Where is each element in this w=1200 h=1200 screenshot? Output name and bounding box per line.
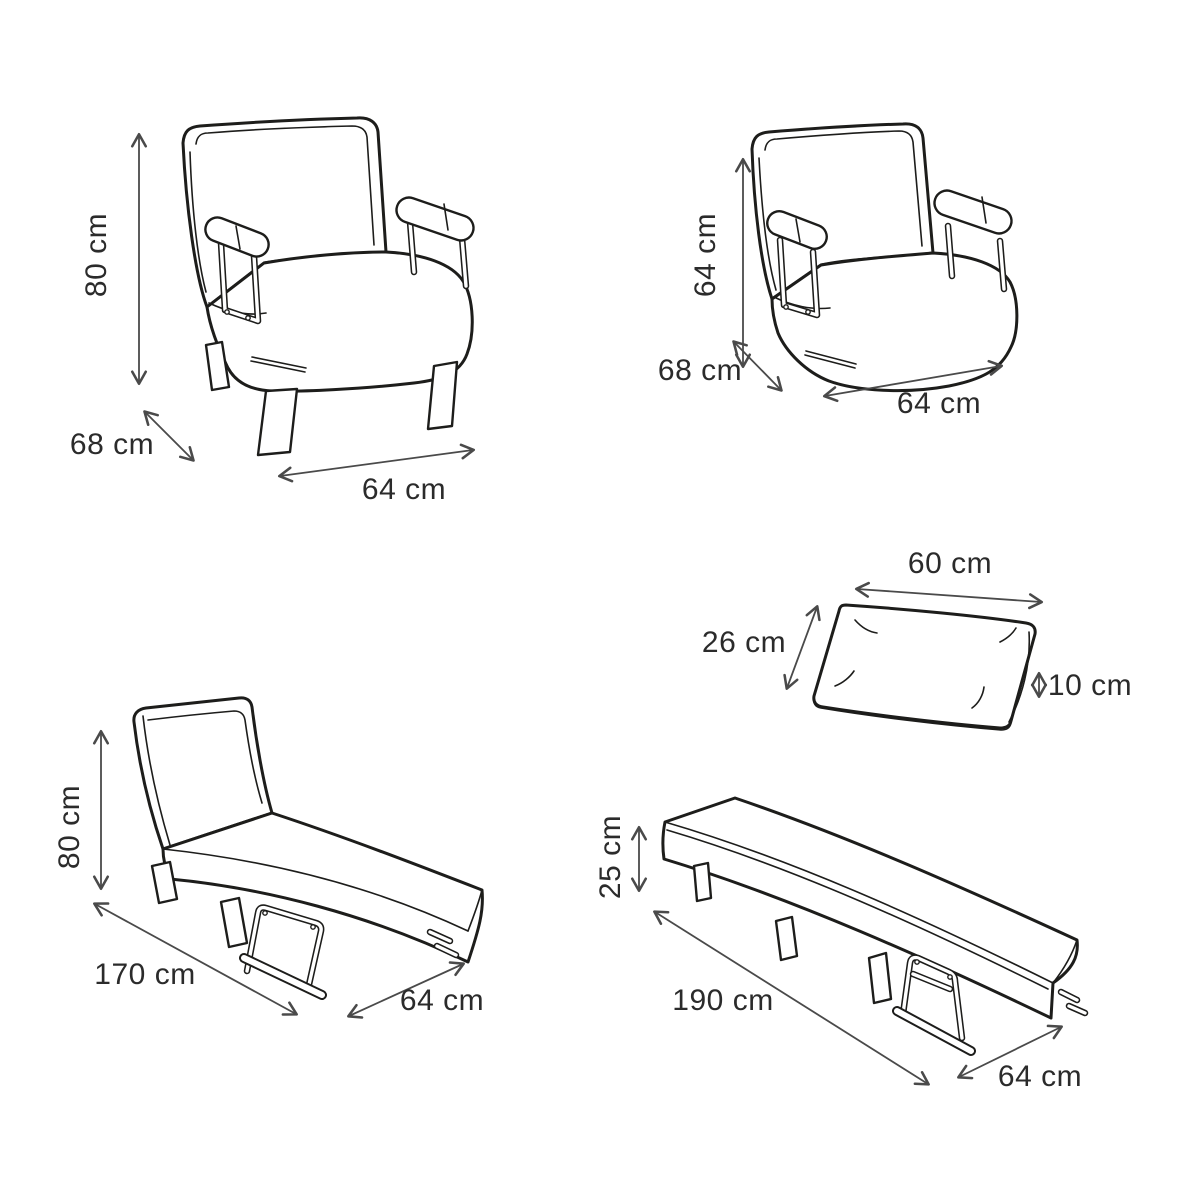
bed-width-label: 64 cm <box>997 1060 1083 1093</box>
width-arrow <box>957 1024 1063 1080</box>
pillow-dimension-arrows <box>783 581 1048 699</box>
armchair-illustration <box>130 116 476 483</box>
length-arrow <box>653 910 930 1086</box>
bed-height-label: 25 cm <box>594 814 627 900</box>
lounger-folding-frame <box>239 904 327 1000</box>
length-arrow <box>93 902 298 1016</box>
folded-chair-illustration <box>732 122 1019 403</box>
depth-arrow <box>732 340 783 392</box>
folded-chair-height-label: 64 cm <box>689 212 722 298</box>
pillow-crease <box>999 627 1017 643</box>
pillow-crease <box>834 670 855 687</box>
lounger-backrest <box>132 696 274 851</box>
width-arrow <box>277 443 476 483</box>
folded-chair-backrest <box>750 122 935 301</box>
armchair-legs <box>204 340 459 457</box>
folded-chair-left-armrest <box>766 209 828 319</box>
lounger-length-label: 170 cm <box>94 958 196 991</box>
width-arrow <box>347 961 465 1019</box>
lounger-dimension-arrows <box>92 729 465 1019</box>
pillow-crease <box>971 686 985 709</box>
armchair-left-armrest <box>204 216 270 325</box>
chair-height-label: 80 cm <box>80 212 113 298</box>
lounger-height-label: 80 cm <box>53 784 86 870</box>
lounger-mattress <box>161 811 484 964</box>
pillow-crease <box>854 619 878 634</box>
lounger-width-label: 64 cm <box>399 984 485 1017</box>
folded-chair-dimension-arrows <box>732 157 1004 403</box>
armchair-backrest <box>181 116 388 309</box>
folded-chair-depth-label: 68 cm <box>657 354 743 387</box>
folded-chair-width-label: 64 cm <box>896 387 982 420</box>
depth-arrow <box>143 410 195 462</box>
chair-depth-label: 68 cm <box>69 428 155 461</box>
armchair-dimension-arrows <box>130 132 476 483</box>
pillow-depth-label: 26 cm <box>701 626 787 659</box>
pillow-illustration <box>783 581 1048 731</box>
chair-width-label: 64 cm <box>361 473 447 506</box>
lounger-illustration <box>92 696 484 1019</box>
width-arrow <box>854 581 1044 610</box>
folded-chair-right-armrest <box>933 189 1013 293</box>
depth-arrow <box>783 605 821 690</box>
width-arrow <box>822 359 1004 403</box>
bed-dimension-arrows <box>630 825 1063 1086</box>
bed-illustration <box>630 796 1089 1086</box>
bed-length-label: 190 cm <box>672 984 774 1017</box>
bed-mattress <box>661 796 1079 1020</box>
armchair-right-armrest <box>395 196 475 290</box>
pillow-thickness-label: 10 cm <box>1047 669 1133 702</box>
pillow-width-label: 60 cm <box>907 547 993 580</box>
